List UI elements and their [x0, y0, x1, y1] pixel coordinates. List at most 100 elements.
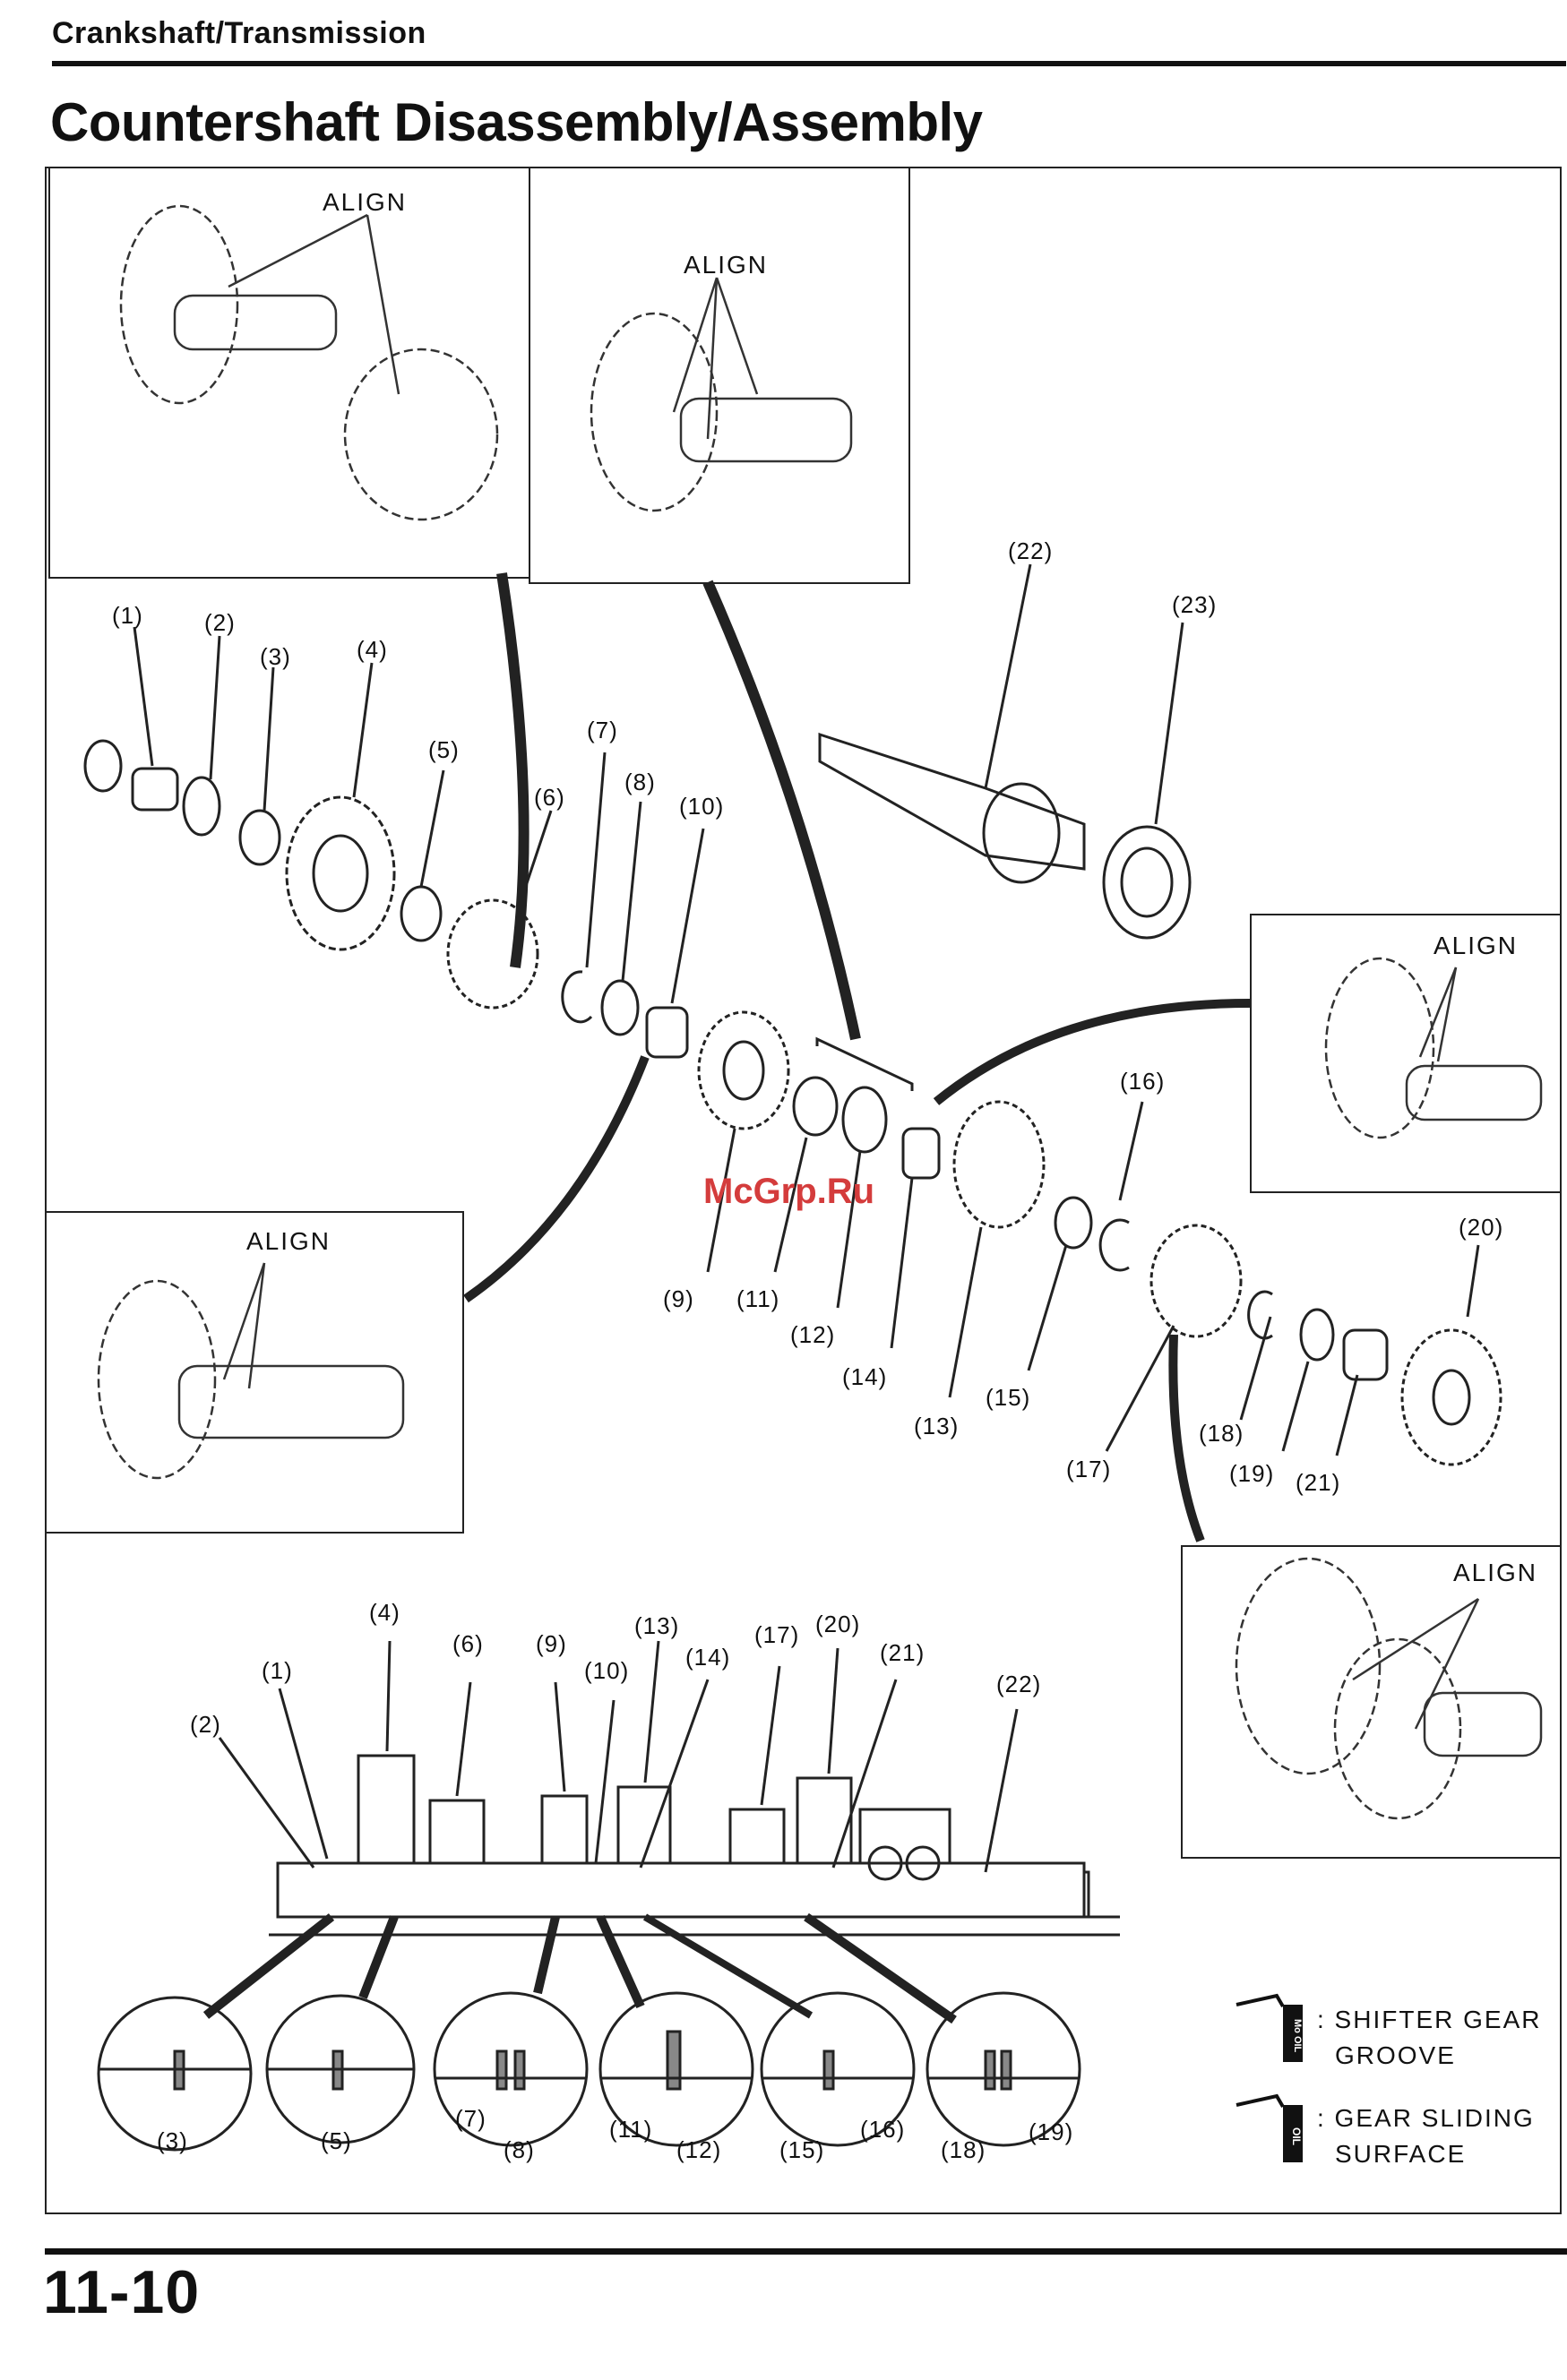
- part-gear-17: [1149, 1224, 1243, 1338]
- page-title: Countershaft Disassembly/Assembly: [50, 92, 983, 152]
- inset-align-4: [45, 1211, 464, 1534]
- connector-inset5: [1168, 1334, 1205, 1542]
- connector-inset2: [702, 580, 861, 1041]
- section-callout-14: (14): [685, 1644, 731, 1671]
- section-callout-17: (17): [754, 1621, 800, 1648]
- moly-oil-tag-icon: Mo OIL: [1292, 2019, 1303, 2053]
- part-gear-13: [952, 1100, 1046, 1229]
- part-gear-4-hub: [312, 834, 369, 913]
- detail-circle-15-16: [760, 1991, 916, 2147]
- callout-16: (16): [1120, 1068, 1166, 1095]
- callout-22: (22): [1008, 537, 1054, 564]
- detail-callout-7: (7): [455, 2105, 486, 2132]
- align-label-2: ALIGN: [684, 251, 769, 279]
- inset1-sketch: [119, 204, 499, 521]
- detail-circle-3: [97, 1996, 253, 2152]
- part-clip-1: [83, 739, 123, 793]
- callout-15: (15): [986, 1384, 1031, 1411]
- part-bushing-10: [645, 1006, 689, 1059]
- part-circlip-16: [1098, 1218, 1130, 1272]
- header-rule: [52, 61, 1566, 66]
- inset-align-1: [48, 167, 530, 579]
- callout-2: (2): [204, 609, 236, 636]
- part-bushing-21: [1342, 1328, 1389, 1381]
- callout-1: (1): [112, 602, 143, 629]
- part-washer-5: [400, 885, 443, 942]
- section-callout-13: (13): [634, 1612, 680, 1639]
- callout-20: (20): [1459, 1214, 1504, 1241]
- callout-14: (14): [842, 1363, 888, 1390]
- part-bushing-1: [131, 767, 179, 812]
- part-circlip-7: [561, 970, 593, 1024]
- callout-19: (19): [1229, 1460, 1275, 1487]
- cross-section-drawing: [97, 1640, 1120, 2152]
- callout-13: (13): [914, 1413, 960, 1439]
- section-callout-9: (9): [536, 1630, 567, 1657]
- detail-callout-5: (5): [321, 2127, 352, 2154]
- part-lock-washer-11: [792, 1076, 839, 1137]
- inset-align-2: [529, 167, 910, 584]
- section-callout-21: (21): [880, 1639, 926, 1666]
- section-callout-22: (22): [996, 1671, 1042, 1697]
- section-callout-1: (1): [262, 1657, 293, 1684]
- legend-oil: : GEAR SLIDING SURFACE: [1317, 2101, 1535, 2172]
- detail-circle-11-12: [598, 1991, 754, 2147]
- inset2-sketch: [590, 277, 853, 512]
- part-washer-3: [238, 809, 281, 866]
- part-lock-washer-12: [841, 1086, 888, 1154]
- part-washer-15: [1054, 1196, 1093, 1250]
- part-gear-4: [285, 795, 396, 951]
- section-callout-4: (4): [369, 1599, 400, 1626]
- part-gear-9: [697, 1010, 790, 1130]
- legend-oil-line2: SURFACE: [1335, 2140, 1467, 2168]
- align-label-5: ALIGN: [1453, 1559, 1538, 1586]
- detail-callout-12: (12): [676, 2136, 722, 2163]
- legend-moly-line1: : SHIFTER GEAR: [1317, 2006, 1542, 2033]
- section-callout-10: (10): [584, 1657, 630, 1684]
- legend-oil-line1: : GEAR SLIDING: [1317, 2104, 1535, 2132]
- callout-11: (11): [736, 1285, 780, 1312]
- detail-callout-3: (3): [157, 2127, 188, 2154]
- callout-9: (9): [663, 1285, 694, 1312]
- part-circlip-18: [1247, 1290, 1273, 1340]
- callout-21: (21): [1296, 1469, 1341, 1496]
- inset4-sketch: [97, 1262, 405, 1480]
- align-label-1: ALIGN: [323, 188, 408, 216]
- legend-icons: [1236, 1993, 1303, 2162]
- watermark: McGrp.Ru: [703, 1172, 875, 1211]
- section-callout-2: (2): [190, 1711, 221, 1738]
- section-header: Crankshaft/Transmission: [52, 16, 426, 50]
- washer-group-bracket: [815, 1036, 914, 1091]
- part-washer-19: [1299, 1308, 1335, 1362]
- part-countershaft-22: [818, 732, 1086, 871]
- callout-12: (12): [790, 1321, 836, 1348]
- callout-8: (8): [624, 769, 656, 795]
- inset-align-3: [1250, 914, 1562, 1193]
- section-callout-20: (20): [815, 1611, 861, 1637]
- inset-align-5: [1181, 1545, 1562, 1859]
- detail-circle-7-8: [433, 1991, 589, 2147]
- connector-inset3: [933, 999, 1251, 1105]
- legend-moly-line2: GROOVE: [1335, 2041, 1456, 2069]
- part-gear-20: [1400, 1328, 1502, 1466]
- oil-tag-icon: OIL: [1290, 2127, 1303, 2145]
- callout-18: (18): [1199, 1420, 1244, 1447]
- inset5-sketch: [1235, 1557, 1543, 1820]
- detail-callout-15: (15): [779, 2136, 825, 2163]
- part-gear-9-hub: [722, 1040, 765, 1101]
- detail-circle-18-19: [926, 1991, 1081, 2147]
- part-bearing-23: [1102, 825, 1192, 940]
- part-countershaft-22-gear: [982, 782, 1061, 884]
- detail-callout-8: (8): [504, 2136, 535, 2163]
- callout-10: (10): [679, 793, 725, 820]
- callout-3: (3): [260, 643, 291, 670]
- detail-callout-18: (18): [941, 2136, 986, 2163]
- callout-4: (4): [357, 636, 388, 663]
- connector-inset1: [496, 572, 530, 968]
- section-callout-6: (6): [452, 1630, 484, 1657]
- detail-callout-16: (16): [860, 2116, 906, 2143]
- part-bushing-14: [901, 1127, 941, 1180]
- part-bearing-23-inner: [1120, 846, 1174, 918]
- footer-rule: [45, 2248, 1567, 2255]
